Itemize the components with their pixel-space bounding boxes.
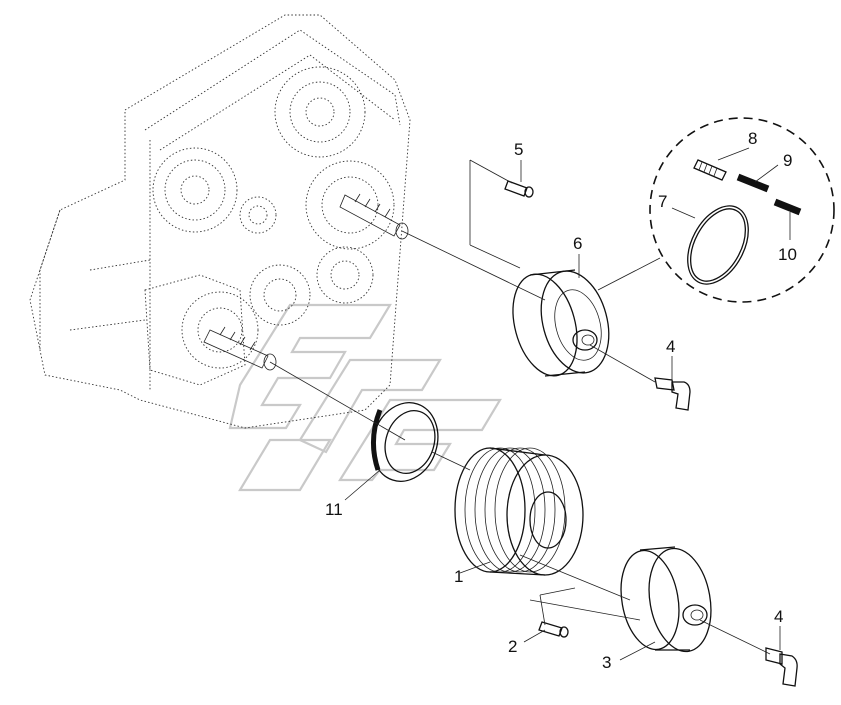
spring-part-8 (693, 159, 727, 181)
gearbox-housing (29, 14, 411, 429)
fitting-part-4-lower (765, 647, 798, 687)
leader-lines (269, 159, 771, 655)
callout-1: 1 (454, 567, 463, 586)
coupling-part-6 (512, 269, 610, 377)
washer-part-11 (371, 402, 439, 482)
callout-2: 2 (508, 637, 517, 656)
fitting-part-4-upper (654, 377, 691, 411)
callout-leaders (344, 147, 791, 661)
callout-3: 3 (602, 653, 611, 672)
callout-5: 5 (514, 140, 523, 159)
watermark-logo (228, 303, 502, 492)
detail-circle (649, 117, 835, 303)
bolt-part-2 (538, 621, 569, 638)
callout-6: 6 (573, 234, 582, 253)
pin-part-9 (736, 173, 770, 193)
o-ring-part-7 (687, 205, 749, 285)
callout-4-upper: 4 (666, 337, 675, 356)
pulley-part-1 (454, 447, 584, 576)
pin-part-10 (773, 198, 802, 216)
lower-shaft (203, 326, 277, 371)
callout-7: 7 (658, 192, 667, 211)
callout-9: 9 (783, 151, 792, 170)
callout-10: 10 (778, 245, 797, 264)
callout-4-lower: 4 (774, 607, 783, 626)
coupling-part-3 (620, 546, 712, 653)
upper-shaft (339, 193, 409, 240)
bolt-part-5 (504, 180, 534, 198)
callout-8: 8 (748, 129, 757, 148)
callout-11: 11 (325, 500, 343, 519)
